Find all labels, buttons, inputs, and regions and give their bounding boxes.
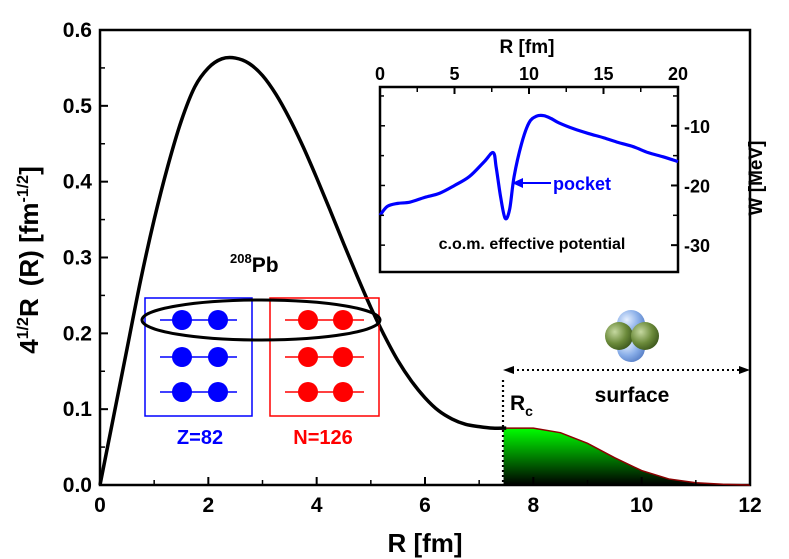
main-y-axis-label: 41/2R(R) [fm-1/2] (14, 166, 44, 354)
main-x-axis-label: R [fm] (387, 528, 462, 558)
nucleon-dot (172, 310, 192, 330)
inset-x-tick-label: 10 (519, 64, 539, 84)
nucleon-dot (172, 347, 192, 367)
nucleon-dot (298, 347, 318, 367)
nucleon-dot (298, 310, 318, 330)
inset-x-tick-label: 20 (668, 64, 688, 84)
inset-y-tick-label: -10 (684, 117, 710, 137)
nucleon-dot (333, 310, 353, 330)
inset-frame (378, 85, 680, 274)
x-tick-label: 8 (527, 494, 539, 517)
proton-box (144, 297, 253, 417)
y-tick-label: 0.6 (63, 19, 92, 42)
inset-y-tick-label: -20 (684, 176, 710, 196)
nucleus-label: 208Pb (230, 251, 279, 277)
nucleon-dot (208, 382, 228, 402)
main-data-layer (98, 55, 751, 486)
pocket-arrow (512, 178, 551, 188)
nucleon-dot (333, 347, 353, 367)
rc-label: Rc (510, 392, 533, 419)
inset-y-axis-label: W [MeV] (746, 141, 767, 216)
surface-arrow (503, 366, 750, 374)
surface-label: surface (595, 384, 670, 407)
inset-data-layer (378, 113, 679, 221)
inset-x-tick-label: 15 (593, 64, 613, 84)
pairing-ellipse (140, 298, 382, 342)
y-tick-label: 0.0 (63, 474, 92, 497)
inset-y-tick-label: -30 (684, 236, 710, 256)
nucleon-dot (208, 310, 228, 330)
x-tick-label: 10 (630, 494, 653, 517)
nucleon-dot (333, 382, 353, 402)
x-tick-label: 12 (738, 494, 761, 517)
y-tick-label: 0.3 (63, 247, 92, 270)
nucleon-dot (298, 382, 318, 402)
surface-density-edge (503, 427, 751, 486)
nucleon-dot (172, 382, 192, 402)
y-tick-label: 0.2 (63, 322, 92, 345)
main-axes: 0 2 4 6 8 10 12 0.0 0.1 0.2 0.3 0.4 0.5 0.6 (63, 19, 762, 517)
x-tick-label: 2 (202, 494, 214, 517)
pocket-label: pocket (553, 174, 611, 194)
x-tick-label: 4 (311, 494, 323, 517)
nucleon-dot (208, 347, 228, 367)
neutron-box (269, 297, 380, 417)
x-tick-label: 6 (419, 494, 431, 517)
alpha-cluster-icon (605, 310, 659, 362)
inset-axes: 0 5 10 15 20 -10 -20 -30 (375, 64, 710, 256)
density-curve (98, 55, 507, 486)
y-tick-label: 0.4 (63, 171, 93, 194)
neutron-label: N=126 (293, 427, 353, 449)
x-tick-label: 0 (94, 494, 106, 517)
inset-x-axis-label: R [fm] (500, 37, 555, 58)
inset-annotation: c.o.m. effective potential (439, 236, 626, 253)
y-tick-label: 0.5 (63, 95, 93, 118)
proton-label: Z=82 (177, 427, 223, 449)
inset-x-tick-label: 0 (375, 64, 385, 84)
inset-x-tick-label: 5 (449, 64, 459, 84)
potential-curve (378, 113, 679, 221)
y-tick-label: 0.1 (63, 398, 93, 421)
surface-density-fill (503, 428, 750, 485)
